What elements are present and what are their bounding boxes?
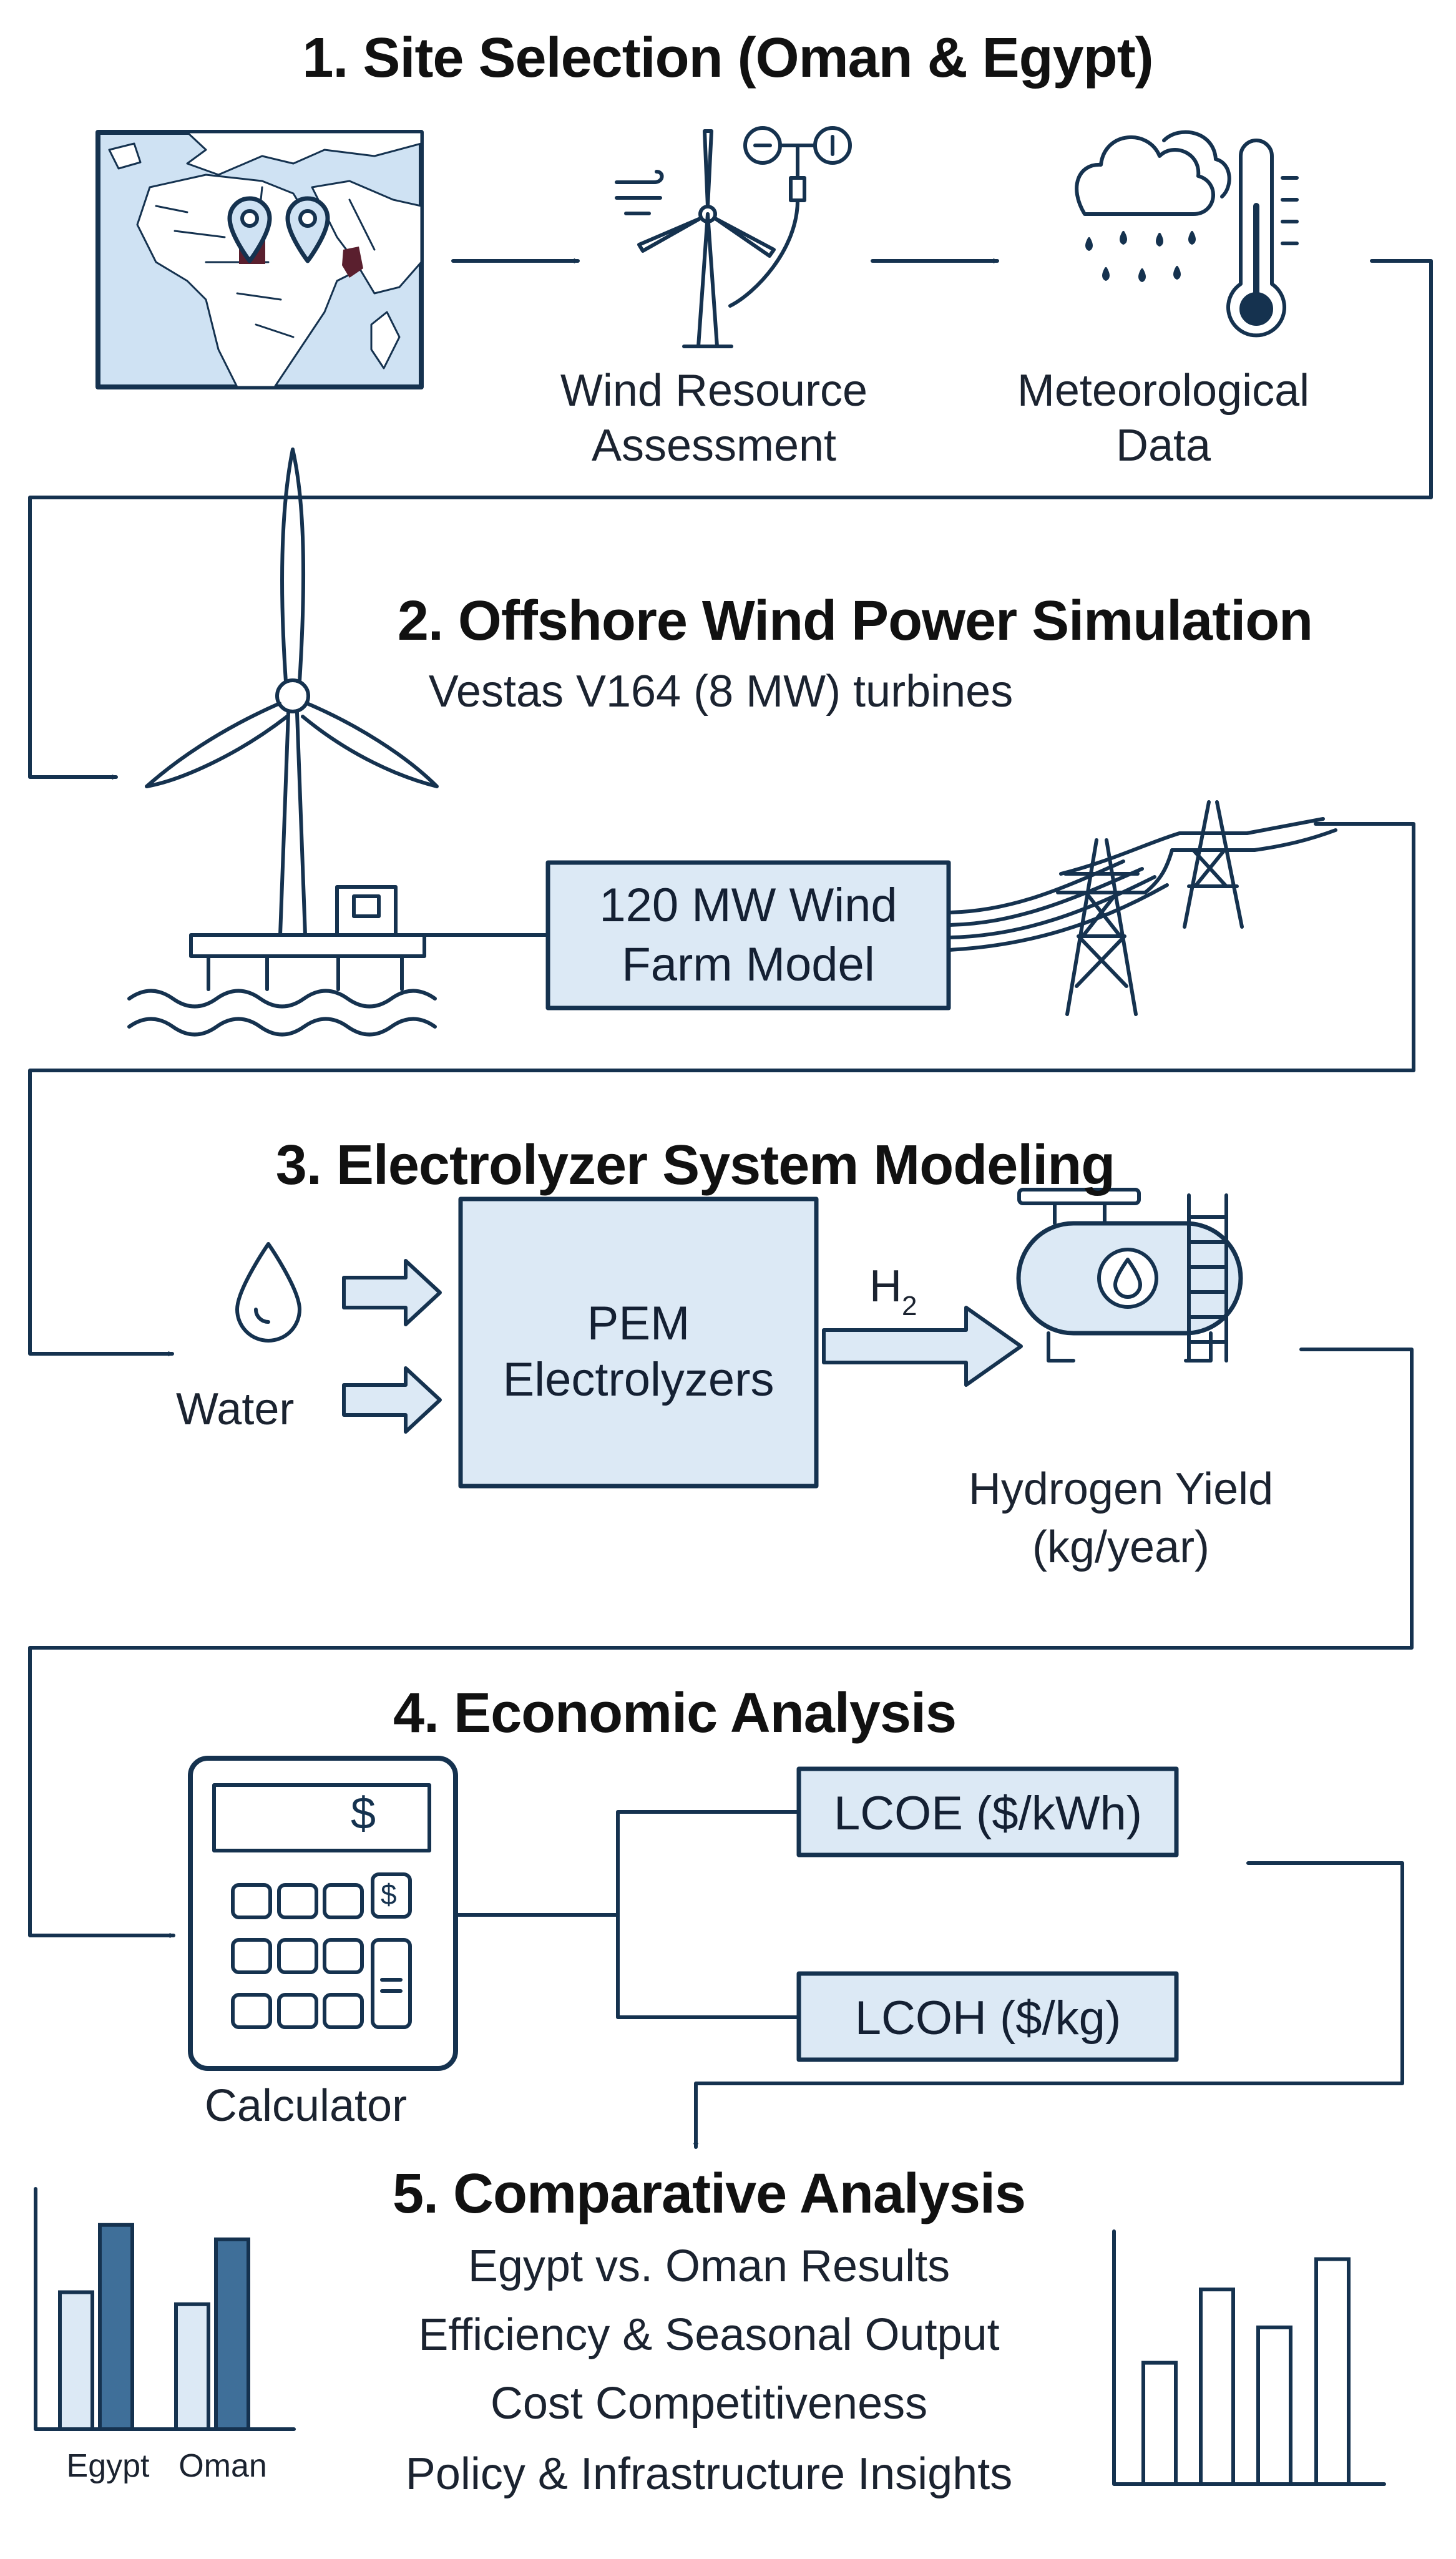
calculator-display-symbol: $: [351, 1789, 376, 1839]
result-line-4: Policy & Infrastructure Insights: [405, 2449, 1013, 2499]
result-line-3: Cost Competitiveness: [490, 2379, 928, 2429]
transmission-tower-icon: [1056, 800, 1337, 1016]
h2-arrow-label: H2: [869, 1261, 917, 1320]
step-2-subtitle: Vestas V164 (8 MW) turbines: [428, 667, 1014, 717]
hydrogen-yield-line2: (kg/year): [1032, 1522, 1210, 1572]
water-label: Water: [176, 1384, 295, 1434]
right-mini-chart-axes: [1112, 2229, 1386, 2486]
mini-bar-charts: [58, 2223, 1351, 2487]
result-line-2: Efficiency & Seasonal Output: [418, 2310, 1000, 2360]
step-1-title: 1. Site Selection (Oman & Egypt): [302, 27, 1153, 89]
wind-resource-label-line1: Wind Resource: [560, 366, 868, 416]
wind-farm-box-line1: 120 MW Wind: [599, 879, 897, 932]
h2-symbol: H: [869, 1261, 902, 1311]
right-mini-bar: [1199, 2287, 1235, 2486]
pem-box-line2: Electrolyzers: [502, 1353, 774, 1406]
met-data-label-line1: Meteorological: [1017, 366, 1310, 416]
h2-subscript: 2: [902, 1291, 917, 1321]
mini-bar-oman-light: [174, 2302, 210, 2432]
step-2-title: 2. Offshore Wind Power Simulation: [397, 590, 1313, 652]
wind-resource-label-line2: Assessment: [591, 421, 837, 471]
offshore-wind-turbine-icon: [127, 448, 439, 1037]
right-mini-bar: [1141, 2361, 1178, 2487]
result-line-1: Egypt vs. Oman Results: [467, 2241, 950, 2291]
pem-box-line1: PEM: [587, 1297, 690, 1350]
mini-bar-egypt-light: [58, 2290, 94, 2432]
world-map-icon: [95, 130, 424, 389]
mini-bar-egypt-dark: [98, 2223, 134, 2431]
cloud-rain-thermometer-icon: [1075, 130, 1299, 338]
step-4-title: 4. Economic Analysis: [393, 1682, 957, 1744]
right-mini-bar: [1314, 2257, 1351, 2487]
step-5-title: 5. Comparative Analysis: [392, 2163, 1026, 2225]
lcoh-box: LCOH ($/kg): [854, 1992, 1121, 2045]
calculator-label: Calculator: [204, 2081, 408, 2131]
step-3-title: 3. Electrolyzer System Modeling: [275, 1134, 1115, 1196]
wind-farm-box-line2: Farm Model: [622, 938, 875, 991]
mini-bar-oman-dark: [214, 2237, 250, 2432]
lcoe-box: LCOE ($/kWh): [833, 1787, 1143, 1840]
water-drop-icon: [235, 1242, 301, 1343]
right-mini-bar: [1256, 2325, 1292, 2486]
mini-chart-category-oman: Oman: [178, 2448, 267, 2484]
wind-turbine-anemometer-icon: [615, 126, 852, 348]
calculator-key-symbol: $: [381, 1878, 397, 1911]
met-data-label-line2: Data: [1115, 421, 1211, 471]
calculator-icon: [188, 1756, 458, 2071]
mini-chart-category-egypt: Egypt: [66, 2448, 150, 2484]
hydrogen-tank-icon: [1016, 1188, 1243, 1363]
hydrogen-yield-line1: Hydrogen Yield: [968, 1464, 1274, 1514]
